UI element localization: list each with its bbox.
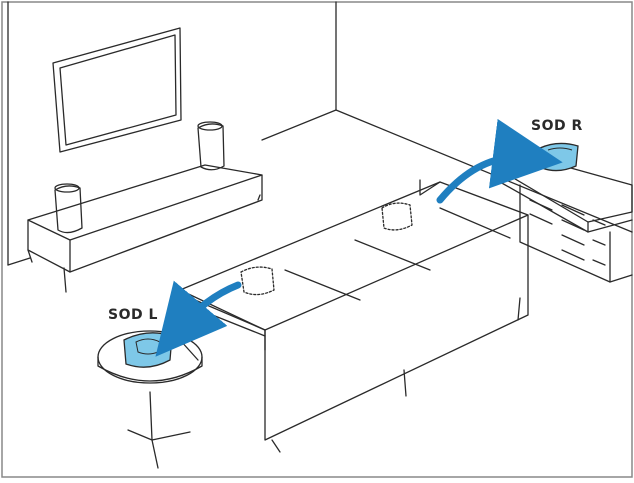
room-walls (7, 1, 633, 266)
speaker-origin-right (381, 202, 413, 231)
sod-r-speaker (539, 142, 579, 172)
sideboard (499, 159, 633, 283)
arrow-to-sod-l (155, 280, 242, 357)
label-sod-l: SOD L (108, 307, 158, 323)
sod-l-speaker (123, 332, 173, 368)
front-left-speaker (54, 183, 83, 234)
label-sod-r: SOD R (531, 118, 583, 134)
media-console (27, 164, 263, 293)
tv (52, 27, 182, 153)
side-table (97, 330, 203, 469)
speaker-origin-left (240, 266, 275, 296)
sofa (179, 179, 529, 453)
arrow-to-sod-r (436, 118, 563, 204)
front-right-speaker (197, 121, 225, 171)
